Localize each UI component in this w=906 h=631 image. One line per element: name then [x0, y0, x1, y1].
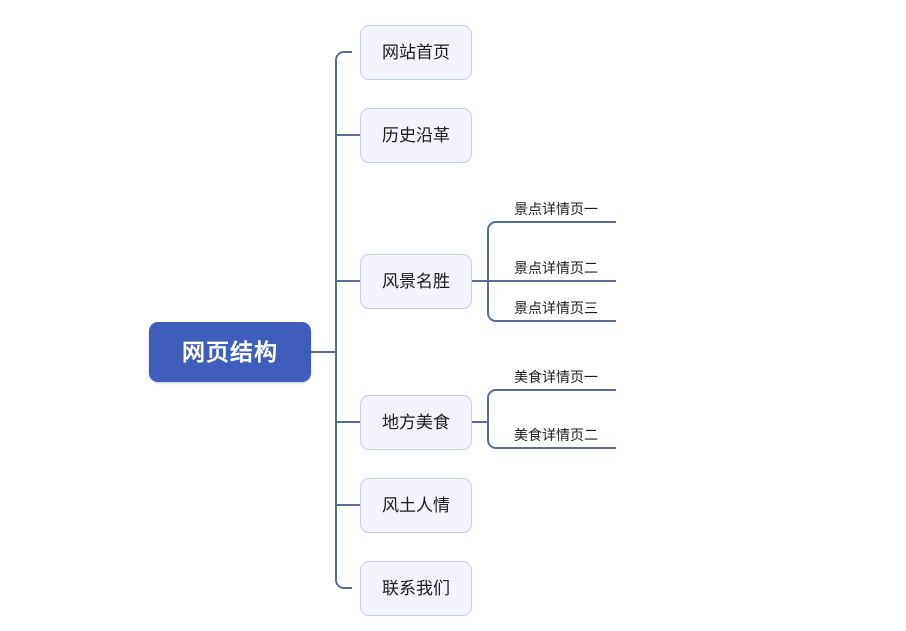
connector-trunk — [335, 51, 352, 589]
branch-node-history[interactable]: 历史沿革 — [360, 108, 472, 163]
leaf-node-label: 景点详情页二 — [514, 260, 598, 276]
branch-node-label: 历史沿革 — [382, 126, 450, 145]
branch-node-homepage[interactable]: 网站首页 — [360, 25, 472, 80]
branch-node-food[interactable]: 地方美食 — [360, 395, 472, 450]
root-node-label: 网页结构 — [182, 338, 278, 365]
leaf-node-food-2[interactable]: 美食详情页二 — [496, 422, 616, 448]
leaf-node-label: 景点详情页一 — [514, 201, 598, 217]
branch-node-label: 风土人情 — [382, 496, 450, 515]
leaf-node-scenery-2[interactable]: 景点详情页二 — [496, 255, 616, 281]
branch-node-label: 风景名胜 — [382, 272, 450, 291]
leaf-node-scenery-3[interactable]: 景点详情页三 — [496, 295, 616, 321]
leaf-node-label: 美食详情页二 — [514, 427, 598, 443]
branch-node-label: 联系我们 — [382, 579, 450, 598]
leaf-node-food-1[interactable]: 美食详情页一 — [496, 364, 616, 390]
leaf-node-label: 美食详情页一 — [514, 369, 598, 385]
branch-node-contact[interactable]: 联系我们 — [360, 561, 472, 616]
branch-node-scenery[interactable]: 风景名胜 — [360, 254, 472, 309]
branch-node-label: 网站首页 — [382, 43, 450, 62]
leaf-node-scenery-1[interactable]: 景点详情页一 — [496, 196, 616, 222]
branch-node-label: 地方美食 — [382, 413, 450, 432]
branch-node-customs[interactable]: 风土人情 — [360, 478, 472, 533]
leaf-node-label: 景点详情页三 — [514, 300, 598, 316]
root-node[interactable]: 网页结构 — [149, 322, 311, 382]
